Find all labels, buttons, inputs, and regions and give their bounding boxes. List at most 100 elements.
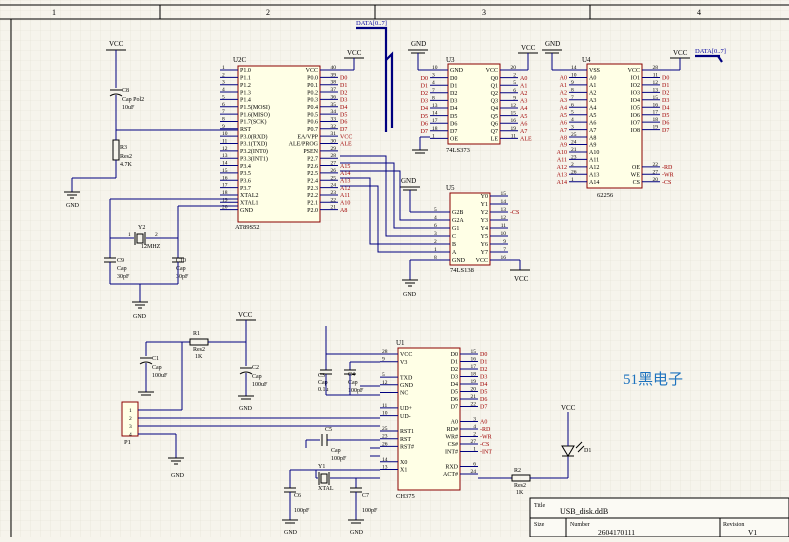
u3-pin-number: 20 — [511, 65, 517, 71]
u4-vcc-label: VCC — [673, 49, 688, 57]
u2-pin-name: XTAL2 — [240, 193, 259, 199]
crystal-circuit: Y2 12MHZ 1 2 C9 Cap 30pF C10 Cap 30pF GN… — [104, 198, 238, 320]
u4-pin-name: VSS — [589, 68, 600, 74]
u1-pin-name: D4 — [451, 382, 458, 388]
u5-part: 74LS138 — [450, 267, 474, 274]
u2-pin-number: 13 — [222, 153, 228, 159]
u3-net-label: D3 — [421, 99, 428, 105]
u4-gnd-label: GND — [545, 40, 560, 48]
u2-ref: U2C — [233, 56, 247, 64]
u4-net-label: A14 — [557, 180, 567, 186]
u4-sram[interactable]: U4 62256 VSS14A010A0A19A1A28A2A37A3A46A4… — [542, 40, 690, 199]
c5-ref: C5 — [325, 427, 332, 433]
u3-gnd-label: GND — [411, 40, 426, 48]
u4-net-label: A4 — [560, 105, 567, 111]
y2-val: 12MHZ — [141, 244, 161, 250]
u4-pin-name: WE — [631, 173, 641, 179]
u1-pin-number: 10 — [382, 411, 388, 417]
u4-pin-name: IO8 — [631, 128, 640, 134]
u2-pin-name: P0.3 — [307, 98, 318, 104]
u3-net-label: D6 — [421, 121, 428, 127]
u5-pin-number: 5 — [434, 207, 437, 213]
u3-pin-number: 16 — [511, 118, 517, 124]
data-bus-label: DATA[0..7] — [356, 20, 387, 27]
u1-net-label: D0 — [480, 352, 487, 358]
u2-pin-number: 9 — [222, 124, 225, 130]
u2-pin-name: P2.2 — [307, 193, 318, 199]
u4-net-label: A3 — [560, 98, 567, 104]
u5-pin-number: 6 — [434, 223, 437, 229]
u4-pin-number: 8 — [571, 87, 574, 93]
u4-pin-name: A10 — [589, 150, 599, 156]
c4-val1: Cap — [348, 380, 358, 386]
u4-pin-number: 22 — [653, 162, 659, 168]
u3-pin-name: Q2 — [491, 91, 498, 97]
u2-pin-name: P0.6 — [307, 120, 318, 126]
u1-pin-name: INT# — [445, 450, 458, 456]
u2-pin-name: P2.0 — [307, 208, 318, 214]
border-col-3: 3 — [482, 8, 486, 17]
vcc-label-led: VCC — [561, 404, 576, 412]
c2-ref: C2 — [252, 365, 259, 371]
u4-pin-name: A8 — [589, 135, 596, 141]
p1-connector[interactable] — [121, 401, 139, 437]
u2-pin-name: P2.7 — [307, 156, 318, 162]
u2-net-label: D6 — [340, 120, 347, 126]
u3-pin-name: D0 — [450, 76, 457, 82]
u1-pin-name: UD+ — [400, 406, 413, 412]
c10-val2: 30pF — [176, 274, 189, 280]
u3-net-label: D0 — [421, 76, 428, 82]
u1-net-label: -CS — [480, 442, 489, 448]
u3-latch[interactable]: U3 74LS373 GND10D03D0D14D1D27D2D38D3D413… — [408, 40, 538, 154]
u3-pin-number: 8 — [432, 95, 435, 101]
p1-pin2: 2 — [129, 416, 132, 422]
u2-pin-number: 30 — [331, 139, 337, 145]
u1-pin-number: 3 — [473, 417, 476, 423]
u1-net-label: D5 — [480, 390, 487, 396]
u3-pin-number: 3 — [432, 73, 435, 79]
u2-pin-number: 23 — [331, 190, 337, 196]
u1-pin-number: 6 — [473, 462, 476, 468]
u2-pin-number: 2 — [222, 72, 225, 78]
r2-val1: Res2 — [514, 483, 526, 489]
u3-body — [447, 63, 501, 145]
u1-pin-number: 27 — [471, 439, 477, 445]
u4-net-label: A9 — [560, 143, 567, 149]
u5-pin-number: 13 — [501, 207, 507, 213]
u5-pin-name: Y3 — [481, 218, 488, 224]
u3-pin-name: Q4 — [491, 106, 498, 112]
c2-val1: Cap — [252, 374, 262, 380]
u5-pin-name: G2B — [452, 210, 463, 216]
u1-pin-number: 4 — [473, 424, 476, 430]
u4-net-label: D5 — [662, 113, 669, 119]
u4-net-label: D7 — [662, 128, 669, 134]
u1-net-label: D7 — [480, 405, 487, 411]
u1-pin-number: 13 — [382, 465, 388, 471]
p1-ref: P1 — [124, 439, 131, 446]
u4-pin-name: A13 — [589, 173, 599, 179]
u1-pin-name: GND — [400, 383, 414, 389]
u5-pin-number: 2 — [434, 239, 437, 245]
u5-pin-name: B — [452, 242, 456, 248]
u4-pin-number: 15 — [653, 95, 659, 101]
u1-ch375[interactable]: U1 CH375 VCC28V39TXD5GND12NCUD+11UD-10RS… — [282, 326, 591, 536]
u5-pin-number: 3 — [434, 231, 437, 237]
u1-pin-name: TXD — [400, 375, 413, 381]
u2-pin-name: VCC — [306, 68, 318, 74]
u4-net-label: A12 — [557, 165, 567, 171]
size-label: Size — [534, 522, 545, 528]
u2-pin-number: 7 — [222, 109, 225, 115]
u5-pin-number: 8 — [434, 255, 437, 261]
u2-pin-number: 5 — [222, 94, 225, 100]
u2-mcu[interactable]: U2C AT89S52 P1.01P1.12P1.23P1.34P1.45P1.… — [220, 56, 352, 231]
u2-pin-number: 17 — [222, 183, 228, 189]
u3-net-label: D4 — [421, 106, 428, 112]
u3-net-label: A2 — [520, 91, 527, 97]
u5-pin-number: 15 — [501, 191, 507, 197]
u2-pin-name: P0.0 — [307, 76, 318, 82]
u2-pin-name: P0.5 — [307, 112, 318, 118]
u2-pin-name: P1.2 — [240, 83, 251, 89]
u3-pin-name: D7 — [450, 129, 457, 135]
u5-pin-name: Y1 — [481, 202, 488, 208]
